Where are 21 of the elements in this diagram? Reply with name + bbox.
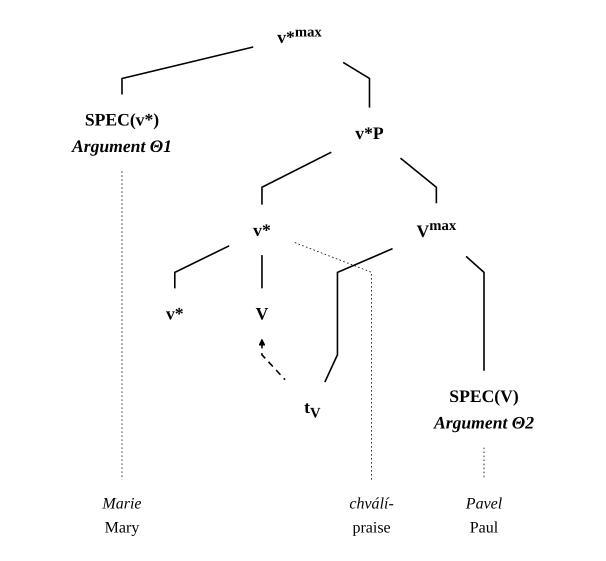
- node-text: V$^{max}$: [416, 218, 456, 242]
- arrow: [258, 338, 286, 380]
- node-text: V: [256, 304, 268, 324]
- connector: [466, 256, 485, 371]
- node-text: t$_{V}$: [304, 397, 321, 421]
- node-text: v*: [166, 304, 184, 324]
- node-text: SPEC(V) Argument Θ2: [434, 386, 534, 432]
- node-text: v*$^{max}$: [277, 24, 322, 48]
- node-text: Pavel Paul: [466, 494, 502, 536]
- connector: [261, 255, 263, 288]
- node-text: chválí- praise: [349, 494, 394, 536]
- connector: [294, 242, 372, 480]
- node-text: v*: [253, 220, 271, 240]
- connector: [121, 46, 254, 94]
- node-text: v*P: [355, 122, 384, 143]
- connector: [400, 157, 438, 204]
- connector: [324, 248, 393, 382]
- node-text: Marie Mary: [102, 494, 142, 536]
- connector: [261, 152, 332, 205]
- node-text: SPEC(v*) Argument Θ1: [72, 110, 172, 156]
- connector: [174, 245, 230, 288]
